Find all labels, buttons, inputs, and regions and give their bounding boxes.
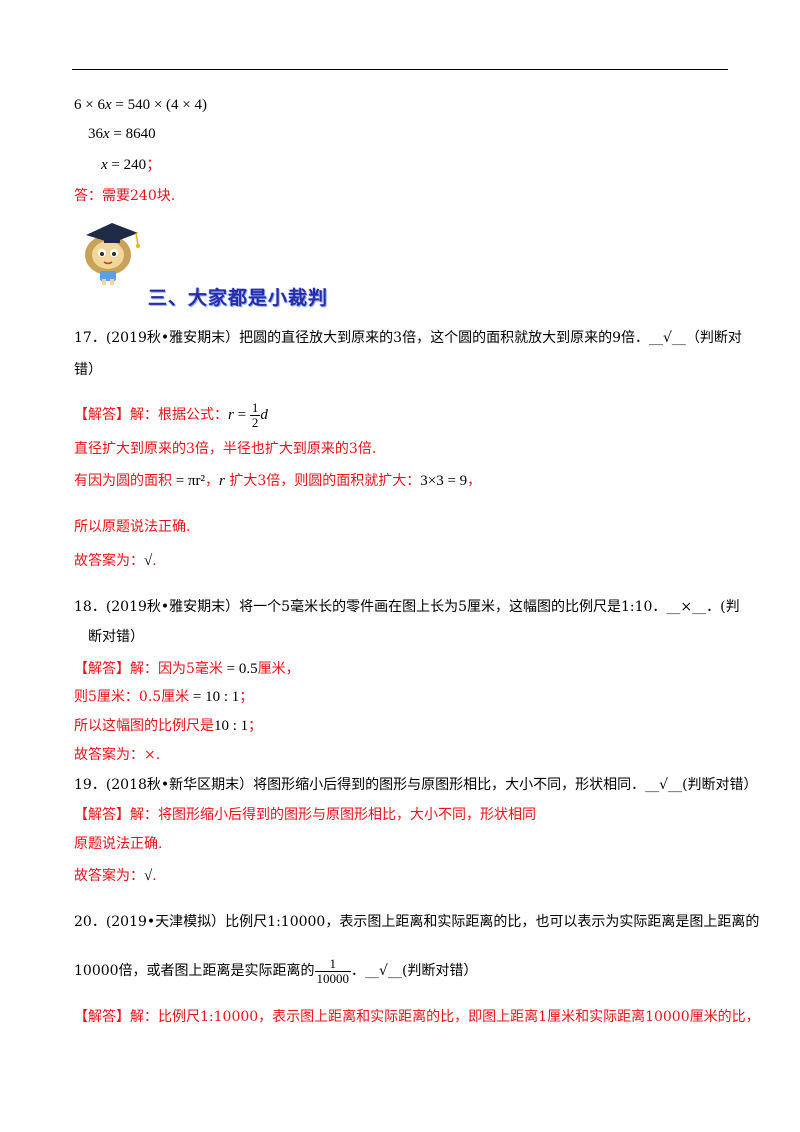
mascot-icon	[85, 223, 140, 285]
q19-answer-final: 故答案为：√.	[74, 868, 157, 884]
section-title: 三、大家都是小裁判	[148, 287, 329, 309]
q17-answer-line-4: 所以原题说法正确.	[74, 519, 191, 535]
q18-stem: 18．(2019秋•雅安期末）将一个5毫米长的零件画在图上长为5厘米，这幅图的比…	[74, 599, 740, 615]
calc-line-1: 6 × 6x = 540 × (4 × 4)	[74, 97, 208, 113]
q20-answer-line-1: 【解答】解：比例尺1:10000，表示图上距离和实际距离的比，即图上距离1厘米和…	[74, 1009, 760, 1025]
q19-stem: 19．(2018秋•新华区期末）将图形缩小后得到的图形与原图形相比，大小不同，形…	[74, 777, 758, 793]
q17-stem-cont: 错）	[74, 362, 102, 378]
q18-stem-cont: 断对错）	[88, 629, 144, 645]
q20-stem: 20．(2019•天津模拟）比例尺1:10000，表示图上距离和实际距离的比，也…	[74, 914, 760, 930]
q18-answer-line-1: 【解答】解：因为5毫米 = 0.5厘米，	[74, 661, 300, 677]
q19-answer-line-2: 原题说法正确.	[74, 836, 163, 852]
q18-answer-final: 故答案为：×.	[74, 747, 161, 763]
header-rule	[72, 69, 728, 70]
q17-answer-final: 故答案为：√.	[74, 553, 157, 569]
calc-line-3: x = 240；	[101, 157, 162, 173]
q17-stem: 17．(2019秋•雅安期末）把圆的直径放大到原来的3倍，这个圆的面积就放大到原…	[74, 330, 742, 346]
calc-line-2: 36x = 8640	[88, 126, 156, 142]
calc-answer: 答：需要240块.	[74, 188, 176, 204]
q18-answer-line-2: 则5厘米：0.5厘米 = 10 : 1；	[74, 689, 254, 705]
q17-answer-formula: 【解答】解：根据公式：rr = = 12d	[74, 399, 268, 430]
q17-answer-line-2: 直径扩大到原来的3倍，半径也扩大到原来的3倍.	[74, 441, 377, 457]
q18-answer-line-3: 所以这幅图的比例尺是10 : 1；	[74, 718, 263, 734]
q17-answer-line-3: 有因为圆的面积 = πr²，r 扩大3倍，则圆的面积就扩大：3×3 = 9，	[74, 473, 482, 489]
q19-answer-line-1: 【解答】解：将图形缩小后得到的图形与原图形相比，大小不同，形状相同	[74, 807, 536, 823]
